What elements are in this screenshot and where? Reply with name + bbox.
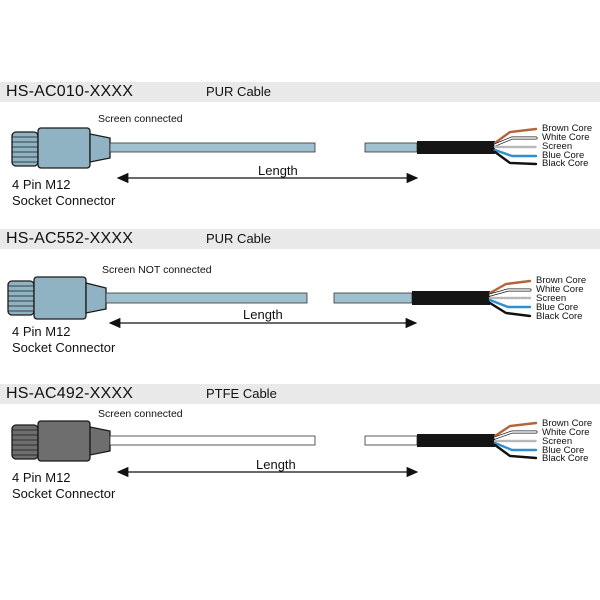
screen-note: Screen NOT connected (102, 264, 212, 276)
core-label-screen: Screen (542, 141, 573, 152)
wire-cores (493, 127, 538, 166)
core-label-blue: Blue Core (542, 445, 585, 456)
m12-socket-connector (7, 276, 107, 320)
core-label-screen: Screen (536, 293, 567, 304)
part-number: HS-AC010-XXXX (6, 83, 134, 100)
part-number: HS-AC552-XXXX (6, 230, 134, 247)
heat-shrink (417, 434, 495, 447)
connector-label: 4 Pin M12 Socket Connector (12, 470, 115, 502)
cable-type: PUR Cable (206, 231, 272, 246)
cable-jacket (364, 435, 418, 446)
section-1-header: HS-AC010-XXXX PUR Cable (0, 82, 600, 102)
section-3-header: HS-AC492-XXXX PTFE Cable (0, 384, 600, 404)
heat-shrink (412, 291, 490, 305)
wire-cores (493, 421, 538, 460)
cable-assembly-2 (7, 276, 532, 329)
cable-assembly-3 (11, 420, 538, 478)
cable-type: PUR Cable (206, 84, 272, 99)
screen-note: Screen connected (98, 113, 183, 125)
core-label-blue: Blue Core (536, 302, 579, 313)
wire-cores (488, 279, 532, 318)
cable-assembly-1 (11, 127, 538, 184)
core-label-brown: Brown Core (536, 275, 587, 286)
cable-jacket (333, 292, 413, 304)
screen-note: Screen connected (98, 408, 183, 420)
heat-shrink (417, 141, 495, 154)
m12-socket-connector (11, 420, 111, 462)
cable-jacket (109, 142, 316, 153)
core-label-black: Black Core (542, 158, 589, 169)
core-label-blue: Blue Core (542, 150, 585, 161)
core-label-white: White Core (536, 284, 584, 295)
cable-type: PTFE Cable (206, 386, 277, 401)
connector-label: 4 Pin M12 Socket Connector (12, 324, 115, 356)
m12-socket-connector (11, 127, 111, 169)
connector-label-line2: Socket Connector (12, 340, 116, 355)
cable-jacket (109, 435, 316, 446)
core-label-screen: Screen (542, 436, 573, 447)
connector-label-line2: Socket Connector (12, 486, 116, 501)
connector-label-line1: 4 Pin M12 (12, 177, 71, 192)
core-label-white: White Core (542, 132, 590, 143)
cable-jacket (364, 142, 418, 153)
connector-label-line1: 4 Pin M12 (12, 324, 71, 339)
connector-label-line2: Socket Connector (12, 193, 116, 208)
connector-label-line1: 4 Pin M12 (12, 470, 71, 485)
core-label-black: Black Core (542, 453, 589, 464)
connector-label: 4 Pin M12 Socket Connector (12, 177, 115, 209)
core-label-black: Black Core (536, 311, 583, 322)
cable-jacket (105, 292, 308, 304)
core-label-brown: Brown Core (542, 418, 593, 429)
part-number: HS-AC492-XXXX (6, 385, 134, 402)
core-label-white: White Core (542, 427, 590, 438)
section-2-header: HS-AC552-XXXX PUR Cable (0, 229, 600, 249)
core-label-brown: Brown Core (542, 123, 593, 134)
